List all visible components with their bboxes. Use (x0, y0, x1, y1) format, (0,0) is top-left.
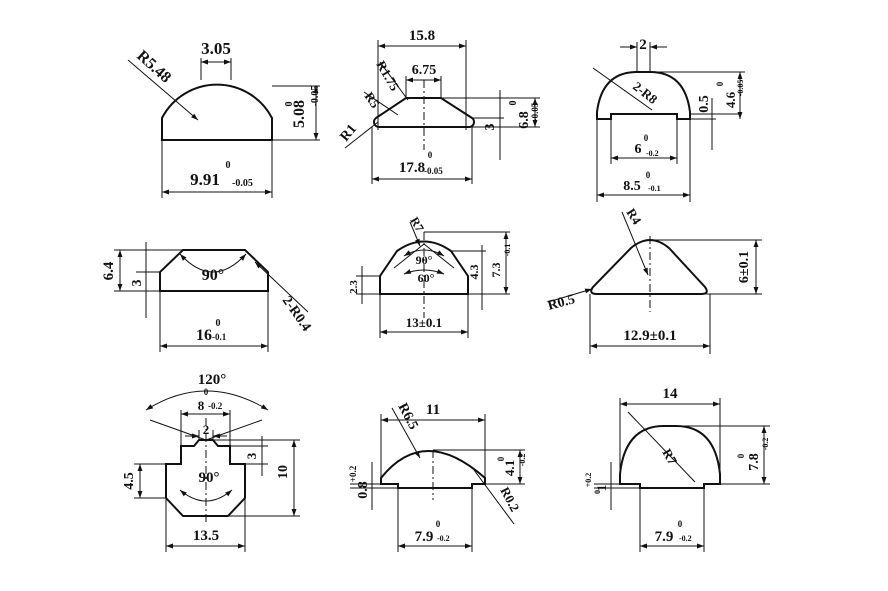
profile-5-arched-prism: R7 90° 60° 2.3 4.3 7.3 -0.1 13±0.1 (348, 215, 512, 338)
profile-6-height: 6±0.1 (737, 251, 752, 283)
svg-text:0: 0 (646, 170, 651, 180)
profile-1-outline (161, 83, 273, 141)
svg-text:R6.5: R6.5 (394, 401, 420, 432)
svg-text:+0.2: +0.2 (348, 465, 358, 482)
svg-text:-0.2: -0.2 (679, 534, 692, 543)
svg-text:R7: R7 (407, 215, 426, 235)
profile-2-base: 17.8 (399, 160, 425, 176)
svg-text:0: 0 (436, 519, 441, 529)
svg-text:2: 2 (203, 422, 210, 437)
profile-7-cross: 120° 8 0 -0.2 2 4.5 90° 3 10 13.5 (122, 372, 300, 552)
profile-5-base: 13±0.1 (406, 315, 442, 330)
profile-8-height: 4.1 (502, 460, 517, 476)
profile-7-height: 10 (276, 465, 291, 479)
svg-text:0.8: 0.8 (356, 481, 371, 499)
profile-9-high-dome: 14 R7 1 +0.2 0 7.8 0 -0.2 7.9 0 -0.2 (584, 386, 770, 552)
svg-text:0: 0 (508, 101, 519, 106)
svg-text:3: 3 (130, 280, 145, 287)
profile-6-base: 12.9±0.1 (623, 328, 676, 344)
svg-text:-0.1: -0.1 (503, 244, 512, 257)
svg-text:2.3: 2.3 (348, 280, 360, 294)
svg-text:0: 0 (736, 453, 746, 458)
svg-text:-0.2: -0.2 (437, 534, 450, 543)
svg-text:3: 3 (244, 452, 259, 459)
profile-7-angle: 90° (199, 470, 220, 486)
profile-2-top-overall: 15.8 (409, 28, 435, 44)
profile-9-base: 7.9 (655, 529, 674, 545)
svg-text:4.5: 4.5 (122, 472, 137, 490)
svg-text:-0.05: -0.05 (424, 166, 443, 176)
profile-8-base: 7.9 (415, 529, 434, 545)
svg-text:0: 0 (593, 490, 602, 494)
svg-text:-0.1: -0.1 (212, 332, 227, 342)
svg-text:0: 0 (715, 81, 725, 86)
svg-text:R0.2: R0.2 (497, 484, 522, 514)
profile-7-angle-top: 120° (198, 372, 227, 388)
svg-text:0: 0 (216, 318, 221, 329)
svg-text:1: 1 (594, 485, 609, 492)
svg-text:6: 6 (635, 142, 642, 157)
profile-1-radius: R5.48 (133, 47, 174, 86)
svg-text:R1: R1 (338, 122, 360, 145)
profile-8-outline (380, 450, 486, 489)
svg-text:0: 0 (678, 519, 683, 529)
svg-text:0: 0 (496, 456, 506, 461)
profile-3-arch: 2 2-R8 0.5 4.6 0 -0.05 6 0 -0.2 8.5 0 -0… (592, 37, 745, 202)
svg-text:0: 0 (428, 150, 433, 160)
svg-text:0.5: 0.5 (697, 95, 712, 113)
profile-1-height: 5.08 (291, 100, 308, 128)
svg-text:60°: 60° (418, 271, 435, 285)
profile-7-outline (165, 439, 246, 517)
profile-4-angle: 90° (202, 267, 224, 284)
profile-6-bell: R4 R0.5 6±0.1 12.9±0.1 (546, 206, 762, 354)
svg-text:-0.2: -0.2 (761, 438, 770, 451)
svg-text:0: 0 (204, 387, 209, 397)
profile-4-base: 16 (196, 327, 212, 344)
profile-8-shallow-dome: 11 R6.5 R0.2 0.8 +0.2 4.1 0 -0.2 7.9 0 -… (348, 401, 527, 552)
svg-text:0: 0 (284, 102, 295, 107)
profile-4-block: 6.4 3 90° 2-R0.4 16 0 -0.1 (101, 242, 314, 352)
profile-7-base: 13.5 (193, 528, 219, 544)
svg-text:0: 0 (644, 133, 649, 143)
svg-text:R7: R7 (659, 446, 680, 468)
profile-5-outline (379, 240, 469, 295)
profile-5-height: 7.3 (489, 263, 503, 278)
svg-text:8: 8 (198, 398, 205, 413)
profile-9-height: 7.8 (747, 453, 762, 471)
svg-text:-0.2: -0.2 (518, 454, 527, 467)
svg-text:-0.05: -0.05 (232, 178, 253, 189)
svg-text:2-R0.4: 2-R0.4 (279, 294, 314, 335)
svg-text:0: 0 (226, 160, 231, 171)
svg-text:-0.05: -0.05 (310, 86, 321, 107)
svg-text:-0.05: -0.05 (530, 102, 540, 121)
svg-text:-0.2: -0.2 (208, 401, 223, 411)
profile-9-top: 14 (663, 386, 679, 402)
profile-3-base: 8.5 (623, 179, 641, 194)
svg-text:2-R8: 2-R8 (630, 79, 661, 108)
svg-text:-0.2: -0.2 (646, 149, 659, 158)
profile-2-trapezoid: 15.8 6.75 R1.75 R5 R1 3 6.8 0 -0.05 17.8… (338, 28, 540, 184)
profile-3-height: 4.6 (723, 91, 738, 108)
svg-text:R4: R4 (623, 206, 644, 228)
profile-8-top: 11 (426, 402, 440, 418)
svg-text:3: 3 (483, 124, 498, 131)
svg-text:-0.05: -0.05 (736, 80, 745, 97)
svg-text:90°: 90° (416, 253, 433, 267)
profile-1-dome: 3.05 R5.48 5.08 0 -0.05 9.91 0 -0.05 (127, 39, 321, 198)
profile-1-base: 9.91 (190, 170, 220, 189)
svg-text:+0.2: +0.2 (584, 473, 593, 488)
svg-text:R0.5: R0.5 (546, 292, 577, 314)
profile-2-top-flat: 6.75 (412, 63, 437, 78)
svg-text:-0.1: -0.1 (648, 184, 661, 193)
profile-4-height: 6.4 (101, 261, 117, 280)
profile-3-top: 2 (639, 37, 647, 53)
profile-6-outline (590, 239, 708, 295)
svg-text:4.3: 4.3 (467, 265, 481, 280)
profile-1-top-dim: 3.05 (201, 39, 231, 58)
profile-2-height: 6.8 (517, 111, 532, 129)
